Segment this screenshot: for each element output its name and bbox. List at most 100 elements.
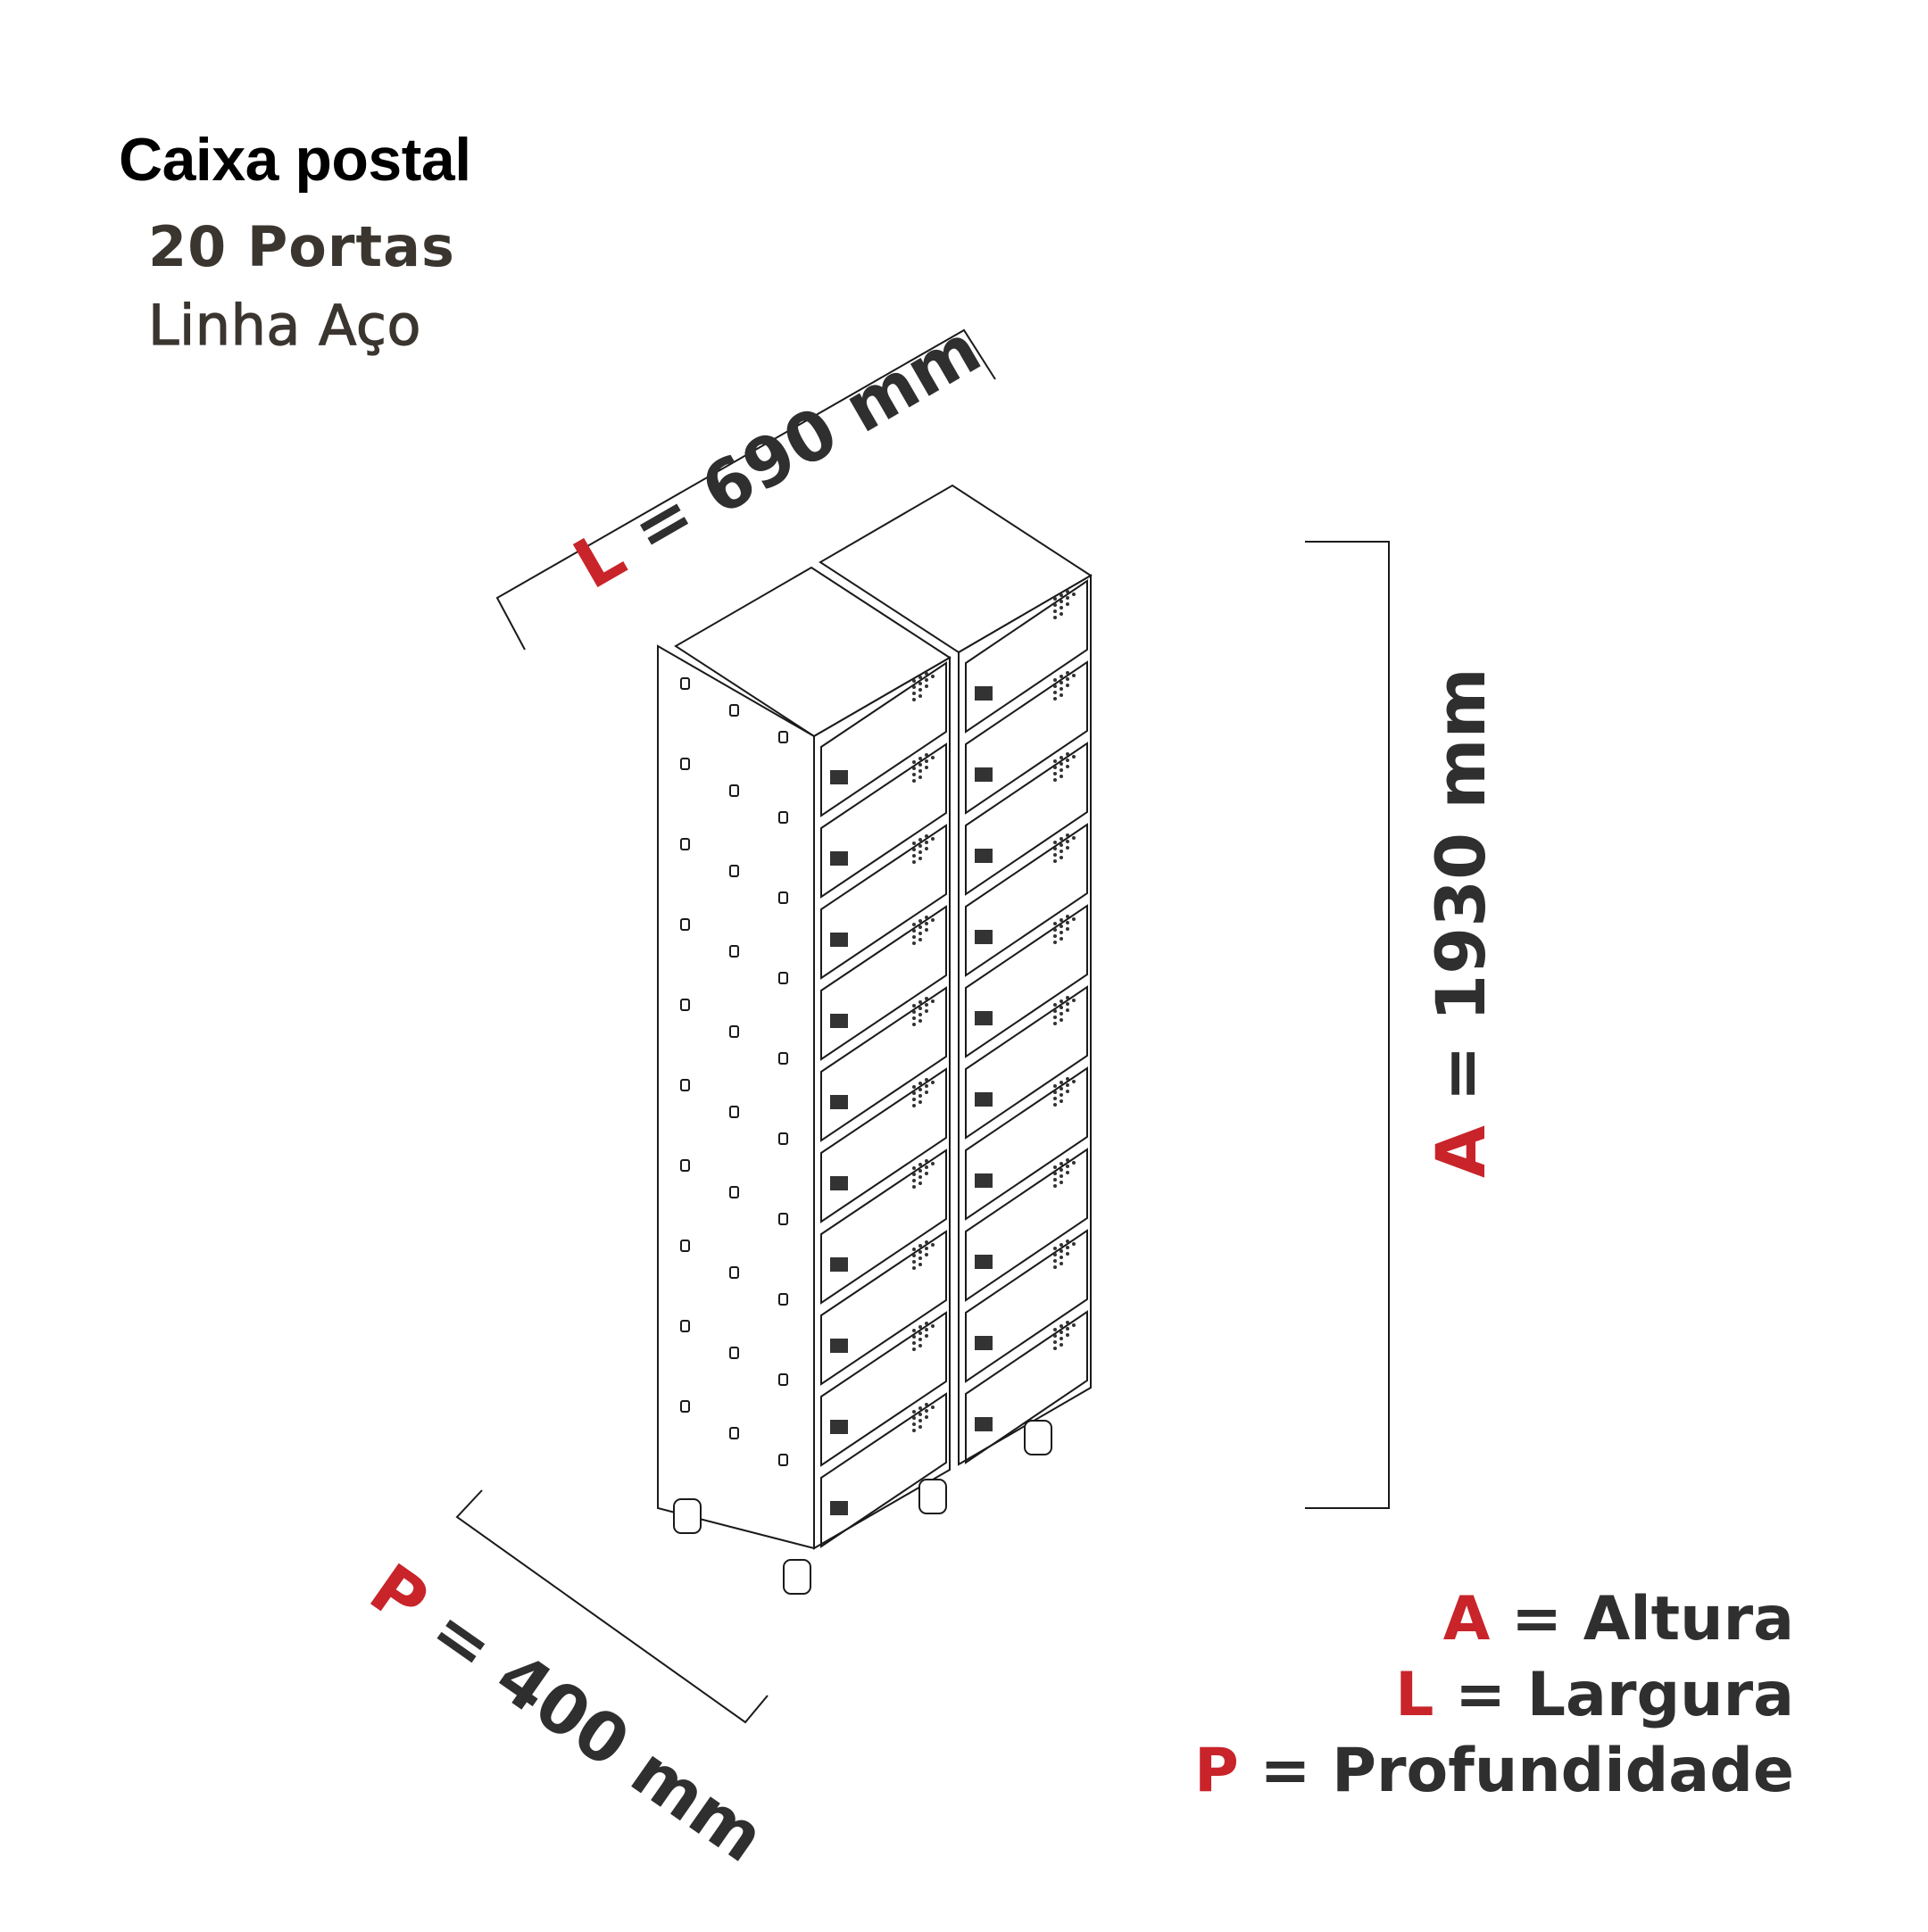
- locker-door: [965, 742, 1088, 896]
- vent-hole: [1066, 1008, 1069, 1012]
- vent-hole: [1060, 775, 1063, 778]
- locker-door: [965, 985, 1088, 1140]
- vent-hole: [1060, 1243, 1063, 1247]
- vent-hole: [925, 1328, 928, 1331]
- vent-hole: [1053, 934, 1057, 938]
- side-hole: [729, 865, 739, 877]
- vent-hole: [1053, 603, 1057, 607]
- vent-hole: [1053, 684, 1057, 688]
- vent-hole: [912, 1004, 916, 1007]
- vent-hole: [925, 1172, 928, 1175]
- vent-hole: [1053, 1103, 1057, 1107]
- vent-hole: [1072, 1323, 1076, 1327]
- side-hole: [778, 731, 788, 743]
- side-hole: [680, 918, 690, 931]
- vent-hole: [1072, 674, 1076, 677]
- height-value: = 1930 mm: [1421, 667, 1500, 1126]
- vent-hole: [1066, 1252, 1069, 1256]
- vent-hole: [918, 1175, 922, 1179]
- vent-hole: [1066, 1077, 1069, 1081]
- vent-hole: [1060, 600, 1063, 603]
- vent-hole: [918, 1082, 922, 1085]
- lock-icon: [975, 1255, 993, 1269]
- locker-door: [820, 742, 947, 899]
- vent-hole: [1053, 1097, 1057, 1100]
- width-dimension-line: [495, 328, 996, 651]
- height-key: A: [1421, 1125, 1500, 1178]
- vent-hole: [925, 678, 928, 682]
- lock-icon: [975, 1336, 993, 1350]
- vent-hole: [925, 847, 928, 850]
- doors-count: 20 Portas: [148, 214, 455, 279]
- vent-hole: [918, 1325, 922, 1329]
- vent-hole: [1066, 1240, 1069, 1243]
- legend-largura: L = Largura: [1395, 1660, 1794, 1730]
- vent-hole: [1060, 1087, 1063, 1090]
- vent-hole: [1060, 593, 1063, 597]
- cabinet: [657, 484, 1093, 1595]
- vent-hole: [1060, 687, 1063, 691]
- vent-hole: [1053, 597, 1057, 601]
- vent-hole: [918, 1256, 922, 1260]
- vent-hole: [912, 1341, 916, 1345]
- vent-hole: [925, 1090, 928, 1094]
- vent-hole: [1060, 675, 1063, 678]
- vent-hole: [1066, 677, 1069, 681]
- column-front: [813, 656, 951, 1550]
- vent-hole: [912, 1023, 916, 1026]
- legend-key: P: [1193, 1736, 1239, 1806]
- lock-icon: [975, 686, 993, 701]
- locker-door: [820, 1230, 947, 1386]
- side-hole: [778, 1052, 788, 1065]
- locker-door: [965, 660, 1088, 815]
- side-panel: [657, 644, 815, 1550]
- vent-hole: [925, 1322, 928, 1325]
- vent-hole: [912, 854, 916, 858]
- vent-hole: [1060, 1343, 1063, 1347]
- vent-hole: [912, 1416, 916, 1420]
- vent-hole: [1060, 1174, 1063, 1178]
- vent-hole: [925, 684, 928, 688]
- vent-hole: [918, 1163, 922, 1166]
- vent-hole: [918, 1406, 922, 1410]
- vent-hole: [912, 1260, 916, 1264]
- side-hole: [729, 1427, 739, 1439]
- vent-hole: [925, 1240, 928, 1244]
- vent-hole: [925, 1409, 928, 1413]
- vent-hole: [1053, 1340, 1057, 1344]
- locker-door: [965, 1066, 1088, 1221]
- locker-door: [820, 1148, 947, 1305]
- vent-hole: [912, 1098, 916, 1101]
- column-front: [958, 574, 1092, 1466]
- locker-door: [965, 1148, 1088, 1302]
- vent-hole: [925, 1084, 928, 1088]
- vent-hole: [918, 1425, 922, 1429]
- vent-hole: [918, 676, 922, 679]
- vent-hole: [1072, 999, 1076, 1002]
- vent-hole: [925, 672, 928, 676]
- vent-hole: [925, 916, 928, 919]
- vent-hole: [1060, 918, 1063, 922]
- vent-hole: [925, 997, 928, 1000]
- vent-hole: [1060, 999, 1063, 1003]
- lock-icon: [830, 1014, 848, 1028]
- vent-hole: [1060, 1181, 1063, 1184]
- side-hole: [680, 838, 690, 850]
- vent-hole: [1060, 1099, 1063, 1103]
- vent-hole: [1060, 1018, 1063, 1022]
- vent-hole: [1053, 841, 1057, 844]
- lock-icon: [975, 930, 993, 944]
- vent-hole: [1060, 693, 1063, 697]
- lock-icon: [830, 1420, 848, 1434]
- vent-hole: [912, 773, 916, 776]
- vent-hole: [1053, 859, 1057, 863]
- vent-hole: [918, 769, 922, 773]
- lock-icon: [830, 1501, 848, 1515]
- page-title: Caixa postal: [119, 126, 471, 194]
- vent-hole: [912, 1104, 916, 1107]
- vent-hole: [1053, 772, 1057, 775]
- locker-door: [965, 1310, 1088, 1464]
- vent-hole: [925, 1403, 928, 1406]
- side-hole: [680, 1240, 690, 1252]
